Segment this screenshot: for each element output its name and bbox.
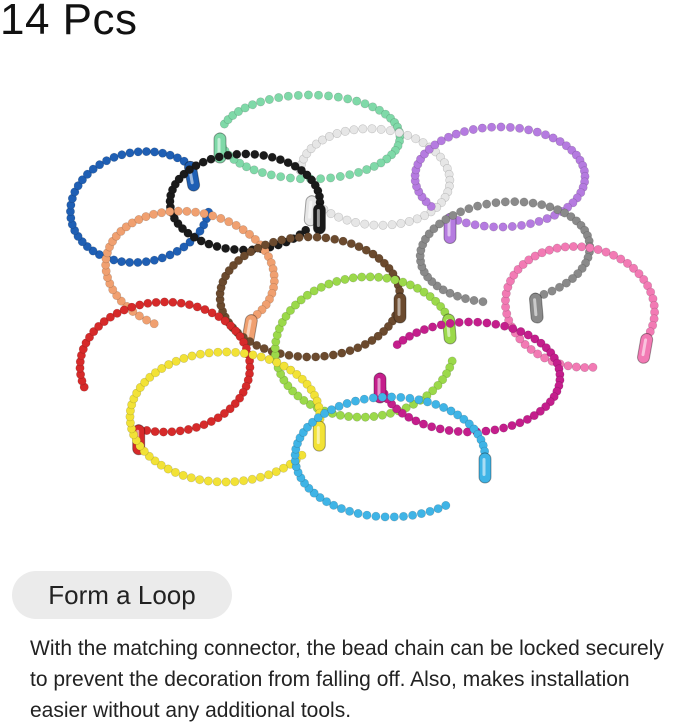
bead-chain — [295, 124, 455, 230]
bead-chain — [125, 347, 326, 487]
feature-title: Form a Loop — [48, 579, 196, 610]
bead-chain — [410, 122, 590, 244]
bead-chain — [415, 197, 595, 324]
bead-chains-group — [65, 90, 660, 522]
bead-chain — [213, 90, 405, 184]
bead-chain — [75, 297, 255, 456]
bead-chains-photo — [65, 90, 660, 522]
bead-chain — [101, 206, 279, 345]
feature-title-pill: Form a Loop — [12, 571, 232, 619]
pieces-count-title: 14 Pcs — [0, 0, 138, 44]
feature-description: With the matching connector, the bead ch… — [30, 637, 664, 722]
bead-chain — [65, 147, 214, 267]
bead-chain — [373, 317, 565, 437]
bead-chain — [500, 242, 660, 373]
bead-chain — [270, 272, 457, 422]
bead-chain — [290, 392, 492, 522]
